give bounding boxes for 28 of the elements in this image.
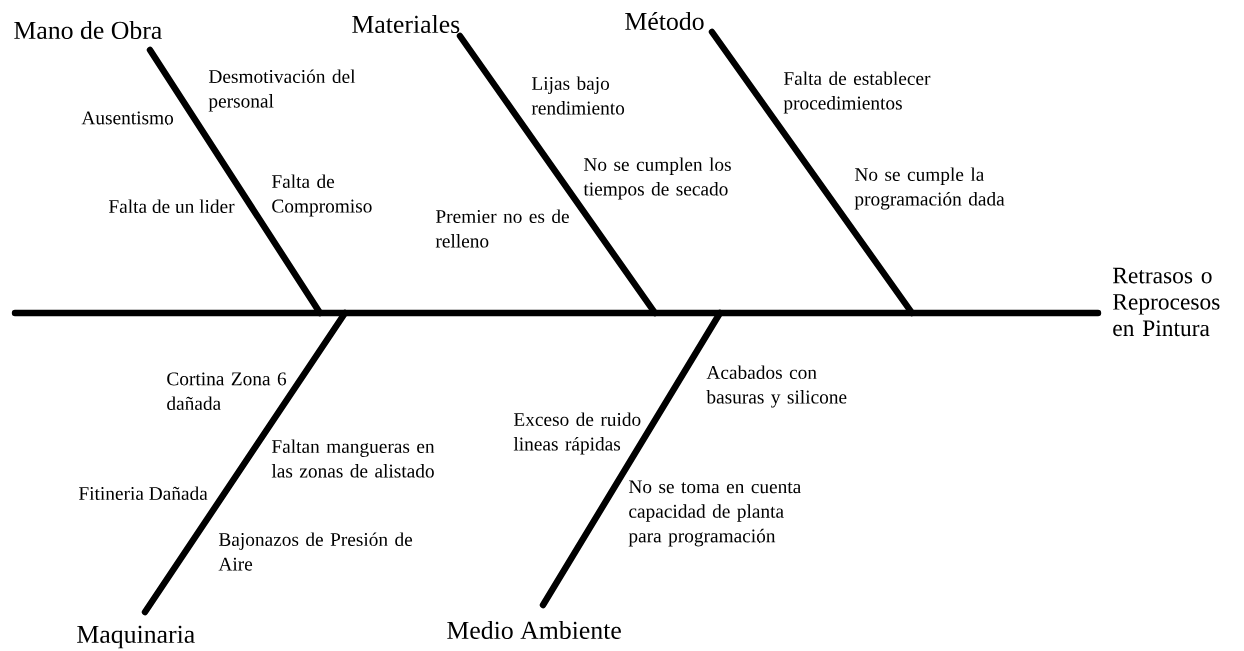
- category-label: Maquinaria: [77, 625, 195, 649]
- cause-label: No se toma en cuenta capacidad de planta para programación: [628, 480, 801, 547]
- cause-label: Fitineria Dañada: [78, 486, 208, 500]
- fishbone-branch: [146, 46, 324, 317]
- category-label: Mano de Obra: [14, 20, 162, 40]
- cause-label: Lijas bajo rendimiento: [531, 76, 625, 115]
- category-label: Medio Ambiente: [447, 620, 621, 640]
- cause-label: Exceso de ruido lineas rápidas: [513, 412, 641, 455]
- fishbone-branch: [708, 28, 916, 317]
- cause-label: Acabados con basuras y silicone: [706, 365, 847, 408]
- category-label: Materiales: [352, 14, 460, 34]
- category-label: Método: [625, 11, 704, 31]
- fishbone-branch: [539, 309, 724, 609]
- cause-label: Falta de establecer procedimientos: [783, 71, 931, 114]
- cause-label: No se cumple la programación dada: [854, 167, 1005, 210]
- cause-label: Bajonazos de Presión de Aire: [218, 532, 413, 571]
- cause-label: Falta de Compromiso: [271, 174, 372, 217]
- cause-label: Cortina Zona 6 dañada: [167, 372, 287, 410]
- cause-label: No se cumplen los tiempos de secado: [583, 157, 731, 200]
- cause-label: Premier no es de relleno: [435, 209, 569, 248]
- effect-label: Retrasos o Reprocesos en Pintura: [1113, 267, 1220, 337]
- spine-line: [11, 309, 1102, 317]
- fishbone-branch: [456, 32, 659, 317]
- cause-label: Ausentismo: [81, 111, 174, 125]
- cause-label: Falta de un lider: [108, 199, 235, 213]
- cause-label: Faltan mangueras en las zonas de alistado: [271, 439, 435, 478]
- fishbone-branch: [141, 309, 349, 616]
- cause-label: Desmotivación del personal: [208, 69, 356, 112]
